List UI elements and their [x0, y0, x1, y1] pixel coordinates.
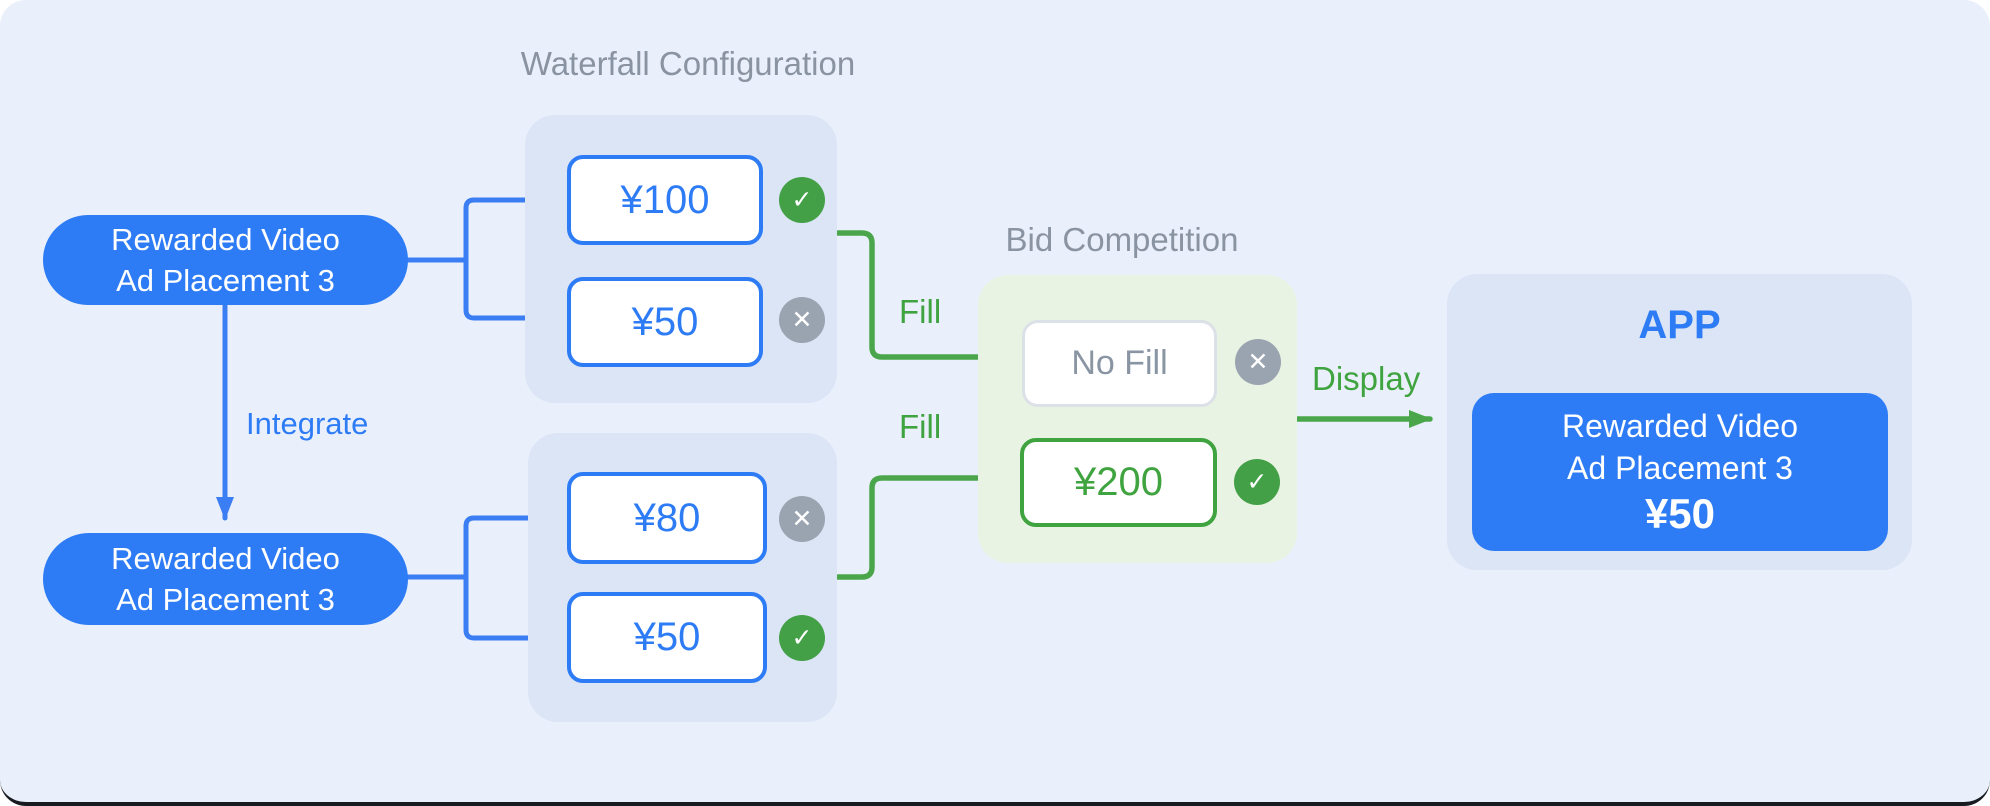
- fill-label-top: Fill: [899, 293, 942, 330]
- pill-bottom-line2: Ad Placement 3: [116, 582, 335, 617]
- waterfall-tier-80: ¥80: [567, 472, 767, 564]
- bid-competition-title: Bid Competition: [1005, 221, 1239, 258]
- bid-200-box: ¥200: [1020, 438, 1217, 527]
- app-card-price: ¥50: [1644, 490, 1716, 537]
- fill-label-bottom: Fill: [899, 408, 942, 445]
- check-icon: ✓: [779, 615, 825, 661]
- tier-100-price: ¥100: [620, 177, 710, 222]
- app-title: APP: [1638, 303, 1721, 347]
- ad-placement-pill-top: Rewarded Video Ad Placement 3: [43, 215, 408, 305]
- check-icon: ✓: [1234, 459, 1280, 505]
- check-icon: ✓: [779, 177, 825, 223]
- cross-glyph: ✕: [791, 505, 813, 533]
- check-glyph: ✓: [1246, 468, 1268, 496]
- cross-icon: ✕: [779, 297, 825, 343]
- app-ad-card: Rewarded Video Ad Placement 3 ¥50: [1472, 393, 1888, 551]
- waterfall-tier-50-top: ¥50: [567, 277, 763, 367]
- cross-glyph: ✕: [791, 306, 813, 334]
- cross-glyph: ✕: [1247, 348, 1269, 376]
- tier-80-price: ¥80: [633, 495, 701, 540]
- pill-top-line1: Rewarded Video: [111, 222, 340, 257]
- bid-200-label: ¥200: [1074, 460, 1163, 504]
- ad-placement-pill-bottom: Rewarded Video Ad Placement 3: [43, 533, 408, 625]
- waterfall-title: Waterfall Configuration: [520, 45, 856, 82]
- pill-bottom-line1: Rewarded Video: [111, 541, 340, 576]
- cross-icon: ✕: [779, 496, 825, 542]
- pill-top-line2: Ad Placement 3: [116, 263, 335, 298]
- app-card-line2: Ad Placement 3: [1567, 450, 1793, 486]
- bid-no-fill-box: No Fill: [1022, 320, 1217, 407]
- tier-50-top-price: ¥50: [631, 299, 699, 344]
- integrate-label: Integrate: [246, 406, 369, 441]
- tier-50-bottom-price: ¥50: [633, 615, 701, 659]
- app-card-line1: Rewarded Video: [1561, 408, 1798, 444]
- waterfall-tier-100: ¥100: [567, 155, 763, 245]
- check-glyph: ✓: [791, 186, 813, 214]
- waterfall-tier-50-bottom: ¥50: [567, 592, 767, 683]
- bid-no-fill-label: No Fill: [1071, 344, 1168, 382]
- display-label: Display: [1312, 360, 1421, 397]
- cross-icon: ✕: [1235, 339, 1281, 385]
- check-glyph: ✓: [791, 624, 813, 652]
